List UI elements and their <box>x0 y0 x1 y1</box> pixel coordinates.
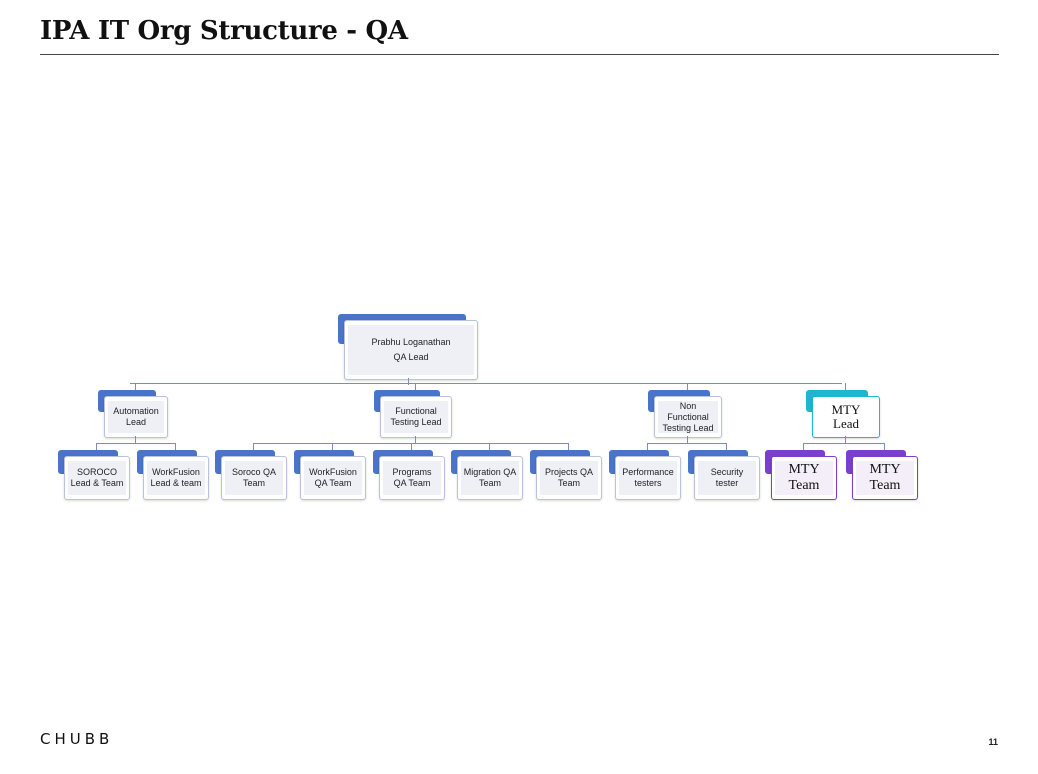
lead-label-1: Functional Testing Lead <box>390 406 442 427</box>
lead-bus-line <box>130 383 842 384</box>
team-drop-0 <box>135 436 136 444</box>
node-box: Projects QA Team <box>536 456 602 500</box>
team-label: WorkFusion QA Team <box>309 467 357 488</box>
team-connector-3-1 <box>884 443 885 451</box>
node-box: MTY Lead <box>812 396 880 438</box>
team-connector-1-0 <box>253 443 254 451</box>
page-number: 11 <box>988 737 998 747</box>
team-label: MTY Team <box>869 462 901 493</box>
lead-node-2: Non Functional Testing Lead <box>648 390 722 438</box>
node-box: WorkFusion Lead & team <box>143 456 209 500</box>
team-node-3-1: MTY Team <box>846 450 918 500</box>
team-node-2-0: Performance testers <box>609 450 681 500</box>
node-box: Performance testers <box>615 456 681 500</box>
node-box: Functional Testing Lead <box>380 396 452 438</box>
node-box: SOROCO Lead & Team <box>64 456 130 500</box>
lead-node-3: MTY Lead <box>806 390 880 438</box>
team-node-1-4: Projects QA Team <box>530 450 602 500</box>
team-label: Migration QA Team <box>463 467 517 488</box>
lead-label-3: MTY Lead <box>831 402 861 431</box>
node-box: Non Functional Testing Lead <box>654 396 722 438</box>
team-connector-1-1 <box>332 443 333 451</box>
team-label: Performance testers <box>622 467 674 488</box>
team-label: Security tester <box>710 467 744 488</box>
node-box: MTY Team <box>852 456 918 500</box>
lead-node-1: Functional Testing Lead <box>374 390 452 438</box>
team-label: SOROCO Lead & Team <box>70 467 124 488</box>
node-box: Migration QA Team <box>457 456 523 500</box>
team-label: MTY Team <box>788 462 820 493</box>
team-connector-1-4 <box>568 443 569 451</box>
team-connector-0-1 <box>175 443 176 451</box>
team-node-3-0: MTY Team <box>765 450 837 500</box>
team-drop-3 <box>845 436 846 444</box>
title-divider <box>40 54 999 55</box>
slide-title: IPA IT Org Structure - QA <box>40 16 408 46</box>
node-box: Programs QA Team <box>379 456 445 500</box>
team-node-1-1: WorkFusion QA Team <box>294 450 366 500</box>
team-drop-2 <box>687 436 688 444</box>
node-box: Automation Lead <box>104 396 168 438</box>
team-connector-1-2 <box>411 443 412 451</box>
lead-drop-line-2 <box>687 383 688 391</box>
team-label: Programs QA Team <box>392 467 432 488</box>
lead-drop-line-0 <box>135 383 136 391</box>
root-name: Prabhu Loganathan <box>371 337 451 347</box>
node-box: Prabhu Loganathan QA Lead <box>344 320 478 380</box>
chubb-logo: CHUBB <box>40 730 114 748</box>
team-label: Soroco QA Team <box>231 467 277 488</box>
lead-drop-line-1 <box>415 383 416 391</box>
team-connector-3-0 <box>803 443 804 451</box>
team-connector-2-1 <box>726 443 727 451</box>
team-node-1-2: Programs QA Team <box>373 450 445 500</box>
team-node-0-0: SOROCO Lead & Team <box>58 450 130 500</box>
node-box: Security tester <box>694 456 760 500</box>
lead-drop-line-3 <box>845 383 846 391</box>
node-box: WorkFusion QA Team <box>300 456 366 500</box>
team-node-2-1: Security tester <box>688 450 760 500</box>
team-label: WorkFusion Lead & team <box>150 467 202 488</box>
team-connector-0-0 <box>96 443 97 451</box>
team-node-1-3: Migration QA Team <box>451 450 523 500</box>
root-node: Prabhu Loganathan QA Lead <box>338 314 478 380</box>
lead-label-2: Non Functional Testing Lead <box>662 400 714 433</box>
team-node-0-1: WorkFusion Lead & team <box>137 450 209 500</box>
root-role: QA Lead <box>393 352 429 362</box>
lead-label-0: Automation Lead <box>113 406 159 427</box>
team-label: Projects QA Team <box>544 467 593 488</box>
node-box: MTY Team <box>771 456 837 500</box>
team-node-1-0: Soroco QA Team <box>215 450 287 500</box>
team-drop-1 <box>415 436 416 444</box>
team-bus-line-0 <box>96 443 176 444</box>
team-bus-line-2 <box>647 443 727 444</box>
lead-node-0: Automation Lead <box>98 390 168 438</box>
team-connector-2-0 <box>647 443 648 451</box>
team-bus-line-3 <box>803 443 885 444</box>
team-connector-1-3 <box>489 443 490 451</box>
node-box: Soroco QA Team <box>221 456 287 500</box>
root-connector <box>408 378 409 385</box>
